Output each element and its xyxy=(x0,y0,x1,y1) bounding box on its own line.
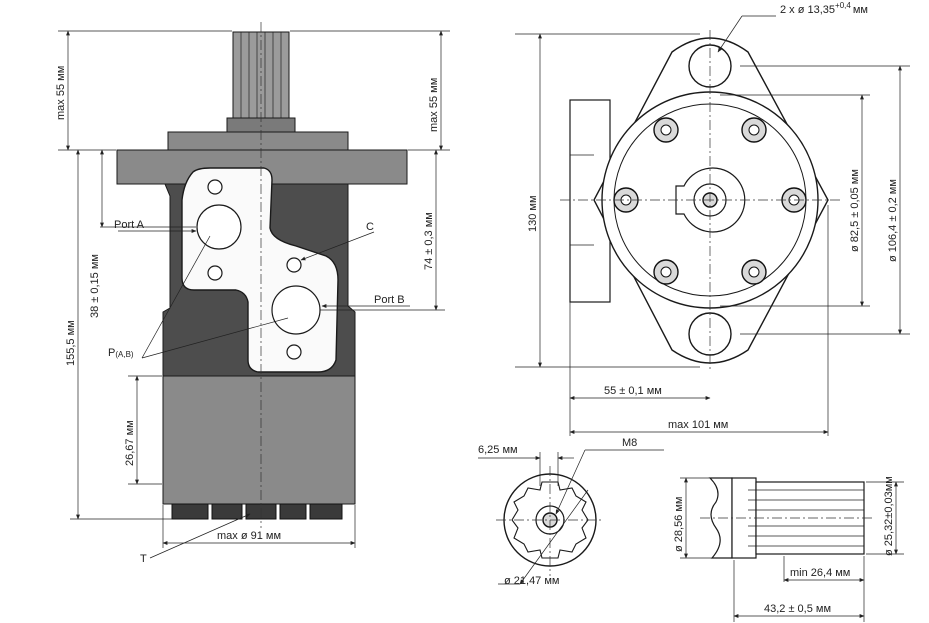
shaft-side-view: ø 28,56 мм ø 25,32±0,03мм min 26,4 мм 43… xyxy=(673,476,904,622)
dim-max-d91: max ø 91 мм xyxy=(217,530,281,542)
port-a-hole xyxy=(196,204,242,250)
bolt-holes xyxy=(613,117,807,285)
small-hole-3 xyxy=(286,344,302,360)
dim-130: 130 мм xyxy=(527,195,539,232)
shaft-end-view: 6,25 мм M8 ø 21,47 мм xyxy=(478,437,664,587)
dim-6-25: 6,25 мм xyxy=(478,444,518,456)
dim-max-101: max 101 мм xyxy=(668,419,728,431)
small-hole-2 xyxy=(207,265,223,281)
dim-28-56: ø 28,56 мм xyxy=(673,497,685,552)
side-view: max 55 мм max 55 мм 155,5 мм 38 ± 0,15 м… xyxy=(55,22,450,565)
dim-25-32: ø 25,32±0,03мм xyxy=(883,476,895,556)
bolt-heads xyxy=(171,503,343,520)
dim-74: 74 ± 0,3 мм xyxy=(423,212,435,270)
dim-max-55-left: max 55 мм xyxy=(55,66,67,120)
dim-max-55-right: max 55 мм xyxy=(428,78,440,132)
lower-housing xyxy=(162,375,356,505)
motor-neck xyxy=(167,131,349,151)
label-port-b: Port B xyxy=(374,294,405,306)
dim-43-2: 43,2 ± 0,5 мм xyxy=(764,603,831,615)
dim-38: 38 ± 0,15 мм xyxy=(89,254,101,318)
dim-26-67: 26,67 мм xyxy=(124,420,136,466)
label-port-t: T xyxy=(140,553,147,565)
dim-82-5: ø 82,5 ± 0,05 мм xyxy=(849,169,861,252)
label-m8: M8 xyxy=(622,437,637,449)
dim-min-26-4: min 26,4 мм xyxy=(790,567,850,579)
port-b-hole xyxy=(271,285,321,335)
dim-21-47: ø 21,47 мм xyxy=(504,575,559,587)
label-port-a: Port A xyxy=(114,219,145,231)
dim-55-01: 55 ± 0,1 мм xyxy=(604,385,662,397)
label-port-c: C xyxy=(366,221,374,233)
port-c-hole xyxy=(286,257,302,273)
dim-155-5: 155,5 мм xyxy=(65,320,77,366)
small-hole-1 xyxy=(207,179,223,195)
label-port-p: P(A,B) xyxy=(108,347,134,359)
dim-106-4: ø 106,4 ± 0,2 мм xyxy=(887,179,899,262)
